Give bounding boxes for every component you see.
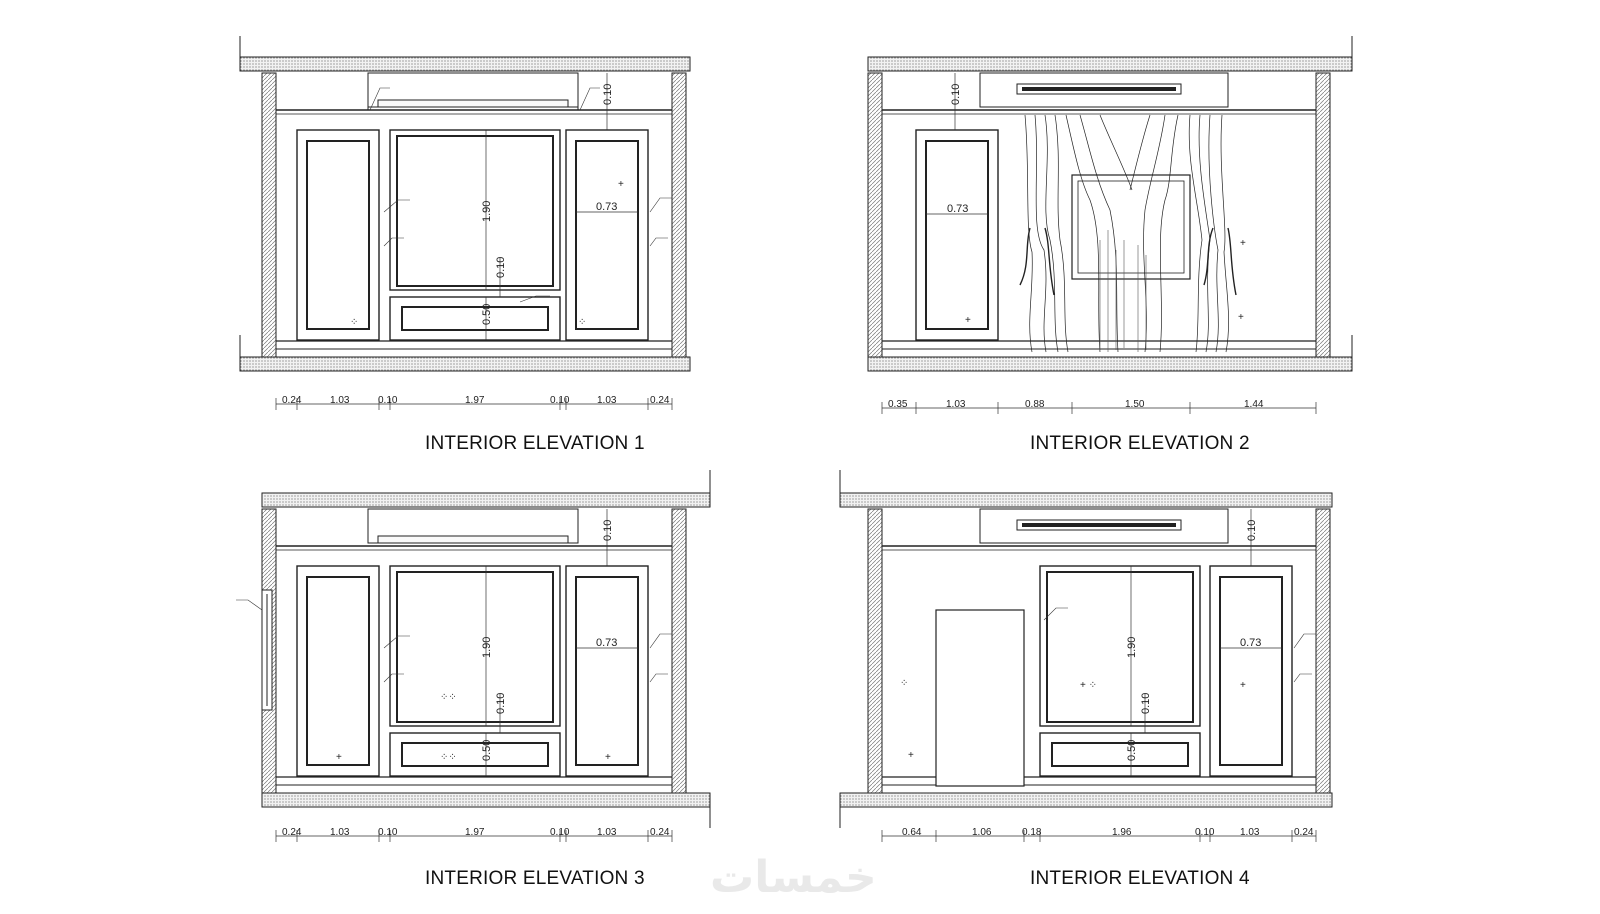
dim-bottom: 1.06 xyxy=(972,827,992,838)
dim-bottom: 0.24 xyxy=(650,395,670,406)
dim-vertical: 1.90 xyxy=(481,637,493,658)
elevation-2-drawing: + + + 0.35 1.03 0.88 1.50 1.44 0.10 0.73 xyxy=(867,36,1353,414)
outlet-icon: + ⁘ xyxy=(1080,680,1097,691)
outlet-icon: + xyxy=(336,752,342,763)
dim-bottom: 0.10 xyxy=(550,395,570,406)
dim-bottom: 0.10 xyxy=(550,827,570,838)
dim-bottom: 0.10 xyxy=(378,827,398,838)
dim-bottom: 0.88 xyxy=(1025,399,1045,410)
dim-bottom: 1.97 xyxy=(465,827,485,838)
width-label: 0.73 xyxy=(1240,637,1261,649)
outlet-icon: + xyxy=(1240,238,1246,249)
dim-vertical: 0.10 xyxy=(1140,693,1152,714)
dim-bottom: 0.18 xyxy=(1022,827,1042,838)
elevation-title: INTERIOR ELEVATION 4 xyxy=(1030,868,1250,889)
elevation-title: INTERIOR ELEVATION 3 xyxy=(425,868,645,889)
dim-bottom: 1.03 xyxy=(946,399,966,410)
dim-bottom: 1.03 xyxy=(330,827,350,838)
width-label: 0.73 xyxy=(596,201,617,213)
outlet-icon: + xyxy=(605,752,611,763)
outlet-icon: ⁘ xyxy=(350,317,358,328)
dim-vertical: 0.10 xyxy=(495,257,507,278)
dim-bottom: 1.03 xyxy=(597,827,617,838)
dim-bottom: 1.97 xyxy=(465,395,485,406)
dim-bottom: 1.50 xyxy=(1125,399,1145,410)
width-label: 0.73 xyxy=(947,203,968,215)
outlet-icon: + xyxy=(1240,680,1246,691)
dim-bottom: 0.24 xyxy=(282,395,302,406)
dim-bottom: 1.03 xyxy=(330,395,350,406)
outlet-icon: + xyxy=(618,179,624,190)
dim-bottom: 0.64 xyxy=(902,827,922,838)
width-label: 0.73 xyxy=(596,637,617,649)
dim-vertical: 0.10 xyxy=(495,693,507,714)
outlet-icon: ⁘ xyxy=(578,317,586,328)
dim-bottom: 1.44 xyxy=(1244,399,1264,410)
dim-vertical: 0.10 xyxy=(1246,520,1258,541)
elevation-1-drawing: ⁘ ⁘ + 0.24 1.03 0.10 1.97 0.10 1.03 0.24… xyxy=(239,36,691,410)
dim-vertical: 1.90 xyxy=(1126,637,1138,658)
elevation-1: ⁘ ⁘ + 0.24 1.03 0.10 1.97 0.10 1.03 0.24… xyxy=(0,0,800,457)
outlet-icon: ⁘⁘ xyxy=(440,692,457,703)
dim-vertical: 0.10 xyxy=(602,520,614,541)
elevation-title: INTERIOR ELEVATION 2 xyxy=(1030,433,1250,454)
outlet-icon: ⁘ xyxy=(900,678,908,689)
elevation-title: INTERIOR ELEVATION 1 xyxy=(425,433,645,454)
dim-bottom: 0.24 xyxy=(650,827,670,838)
dim-bottom: 0.35 xyxy=(888,399,908,410)
dim-vertical: 1.90 xyxy=(481,201,493,222)
dim-bottom: 0.24 xyxy=(1294,827,1314,838)
elevation-2: + + + 0.35 1.03 0.88 1.50 1.44 0.10 0.73… xyxy=(867,36,1353,454)
dim-vertical: 0.50 xyxy=(1126,740,1138,761)
elevation-3-drawing: ⁘⁘ ⁘⁘ + + 0.24 1.03 0.10 1.97 0.10 1.03 … xyxy=(236,470,711,842)
outlet-icon: + xyxy=(965,315,971,326)
outlet-icon: + xyxy=(908,750,914,761)
dim-vertical: 0.10 xyxy=(602,84,614,105)
dim-bottom: 1.96 xyxy=(1112,827,1132,838)
elevation-3: ⁘⁘ ⁘⁘ + + 0.24 1.03 0.10 1.97 0.10 1.03 … xyxy=(236,470,711,889)
dim-bottom: 0.24 xyxy=(282,827,302,838)
dim-vertical: 0.10 xyxy=(950,84,962,105)
outlet-icon: + xyxy=(1238,312,1244,323)
dim-vertical: 0.50 xyxy=(481,740,493,761)
dim-bottom: 1.03 xyxy=(597,395,617,406)
dim-vertical: 0.50 xyxy=(481,304,493,325)
dim-bottom: 1.03 xyxy=(1240,827,1260,838)
outlet-icon: ⁘⁘ xyxy=(440,752,457,763)
dim-bottom: 0.10 xyxy=(1195,827,1215,838)
dim-bottom: 0.10 xyxy=(378,395,398,406)
watermark-logo: خمسات xyxy=(710,852,877,903)
